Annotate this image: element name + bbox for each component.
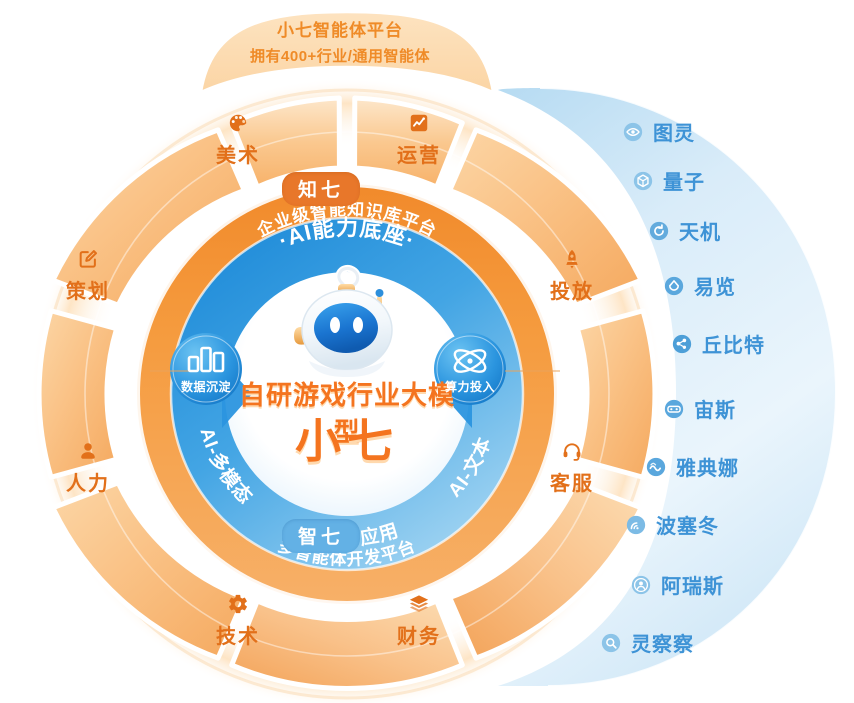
search-icon (600, 632, 622, 654)
segment-label: 技术 (216, 626, 260, 648)
share-icon (671, 333, 693, 355)
panel-item-label: 阿瑞斯 (661, 576, 724, 598)
pill-zhiqi-knowledge[interactable]: 知七 (282, 172, 361, 206)
badge-label-compute: 算力投入 (444, 380, 495, 394)
center-disc (225, 272, 469, 516)
banner-title: 小七智能体平台 (277, 21, 403, 40)
panel-item-label: 天机 (679, 222, 721, 244)
user-icon (43, 440, 133, 466)
segment-customer-service[interactable]: 客服 (527, 440, 617, 496)
panel-item-tuling[interactable]: 图灵 (622, 117, 695, 146)
segment-operations[interactable]: 运营 (374, 112, 464, 168)
gear-icon (193, 593, 283, 619)
panel-item-label: 灵察察 (631, 634, 694, 656)
headset-icon (527, 440, 617, 466)
panel-item-yilan[interactable]: 易览 (663, 271, 736, 300)
robot-mascot (294, 265, 393, 377)
segment-hr[interactable]: 人力 (43, 440, 133, 496)
chart-line-icon (374, 112, 464, 138)
palette-icon (193, 112, 283, 138)
drop-icon (663, 275, 685, 297)
panel-item-qiubite[interactable]: 丘比特 (671, 329, 765, 358)
bar-chart-icon (187, 346, 225, 373)
panel-item-label: 波塞冬 (656, 516, 719, 538)
vr-icon (663, 398, 685, 420)
center-title: 自研游戏行业大模型 (238, 380, 455, 447)
panel-item-label: 易览 (694, 277, 736, 299)
segment-finance[interactable]: 财务 (374, 593, 464, 649)
edit-note-icon (43, 248, 133, 274)
panel-item-label: 宙斯 (694, 400, 736, 422)
refresh-icon (648, 220, 670, 242)
panel-item-aruisi[interactable]: 阿瑞斯 (630, 570, 724, 599)
segment-label: 财务 (397, 626, 441, 648)
segment-label: 投放 (550, 281, 594, 303)
panel-item-label: 丘比特 (702, 335, 765, 357)
panel-item-label: 量子 (663, 172, 705, 194)
segment-label: 运营 (397, 145, 441, 167)
segment-label: 美术 (216, 145, 260, 167)
panel-item-lingchacha[interactable]: 灵察察 (600, 628, 694, 657)
banner-subtitle: 拥有400+行业/通用智能体 (250, 48, 430, 65)
person-circle-icon (630, 574, 652, 596)
segment-technology[interactable]: 技术 (193, 593, 283, 649)
badge-label-data: 数据沉淀 (180, 380, 231, 394)
right-panel-shape (498, 87, 838, 687)
top-banner-shape (199, 10, 495, 95)
panel-item-bosaidong[interactable]: 波塞冬 (625, 510, 719, 539)
segment-label: 策划 (66, 281, 110, 303)
outer-ring-segments (36, 95, 658, 691)
center-model-name: 小七 (295, 415, 399, 467)
panel-item-tianji[interactable]: 天机 (648, 216, 721, 245)
panel-item-label: 图灵 (653, 123, 695, 145)
pill-zhiqi-agent[interactable]: 智七 (282, 519, 361, 553)
segment-art[interactable]: 美术 (193, 112, 283, 168)
signal-icon (625, 514, 647, 536)
segment-planning[interactable]: 策划 (43, 248, 133, 304)
cube-icon (632, 170, 654, 192)
layers-icon (374, 593, 464, 619)
segment-label: 人力 (66, 473, 110, 495)
panel-item-liangzi[interactable]: 量子 (632, 166, 705, 195)
panel-item-yadianna[interactable]: 雅典娜 (645, 452, 739, 481)
segment-label: 客服 (550, 473, 594, 495)
segment-placement[interactable]: 投放 (527, 248, 617, 304)
wave-icon (645, 456, 667, 478)
atom-icon (453, 349, 487, 373)
panel-item-zhousi[interactable]: 宙斯 (663, 394, 736, 423)
panel-item-label: 雅典娜 (676, 458, 739, 480)
rocket-icon (527, 248, 617, 274)
eye-icon (622, 121, 644, 143)
badge-left-shape (170, 333, 252, 428)
